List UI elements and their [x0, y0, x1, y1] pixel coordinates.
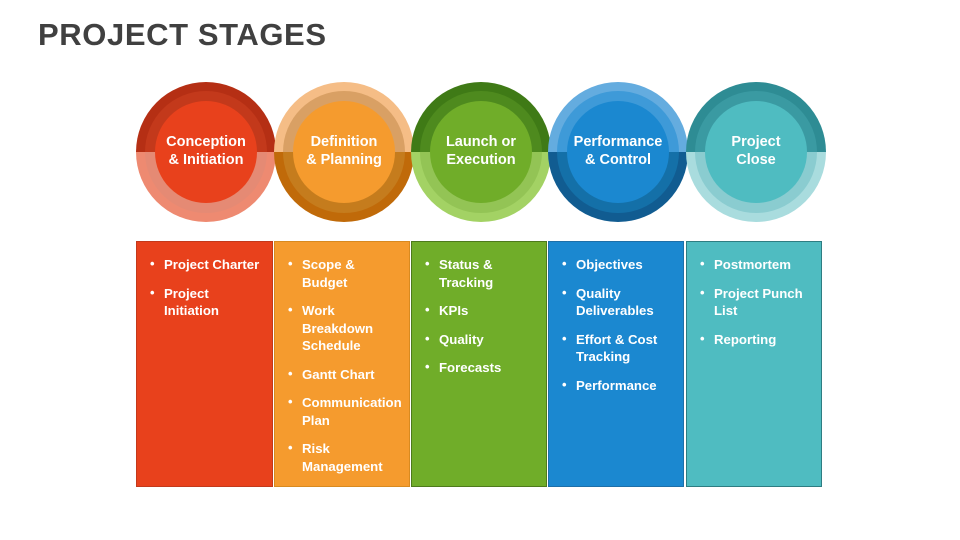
- list-item: Performance: [559, 376, 675, 395]
- list-item: Project Punch List: [697, 284, 813, 320]
- stage-label-line2: Close: [736, 152, 776, 168]
- stage-circle-conception-initiation[interactable]: Conception& Initiation: [136, 82, 276, 222]
- list-item: KPIs: [422, 301, 538, 320]
- stage-label-line1: Definition: [310, 134, 378, 151]
- stage-core-disc[interactable]: Definition& Planning: [293, 101, 395, 203]
- list-item: Forecasts: [422, 358, 538, 377]
- list-item: Quality: [422, 330, 538, 349]
- stage-circle-performance-control[interactable]: Performance& Control: [548, 82, 688, 222]
- stage-box-performance-control[interactable]: ObjectivesQuality DeliverablesEffort & C…: [548, 241, 684, 487]
- list-item: Reporting: [697, 330, 813, 349]
- stage-label-line2: Execution: [446, 152, 516, 168]
- stage-box-project-close[interactable]: PostmortemProject Punch ListReporting: [686, 241, 822, 487]
- list-item: Risk Management: [285, 439, 401, 475]
- list-item: Status & Tracking: [422, 255, 538, 291]
- stage-bullet-list: PostmortemProject Punch ListReporting: [697, 255, 813, 349]
- list-item: Project Charter: [147, 255, 264, 274]
- stage-bullet-list: Status & TrackingKPIsQualityForecasts: [422, 255, 538, 377]
- stage-label-line2: & Control: [584, 152, 652, 168]
- stage-circle-label: Performance& Control: [570, 134, 667, 169]
- list-item: Quality Deliverables: [559, 284, 675, 320]
- stage-bullet-list: Project CharterProject Initiation: [147, 255, 264, 320]
- list-item: Effort & Cost Tracking: [559, 330, 675, 366]
- list-item: Work Breakdown Schedule: [285, 301, 401, 355]
- stage-label-line2: & Initiation: [168, 152, 244, 168]
- page-title: PROJECT STAGES: [38, 17, 327, 52]
- stage-circles-row: Conception& Initiation Definition& Planni…: [0, 82, 960, 222]
- stage-label-line1: Project: [731, 134, 781, 151]
- stage-label-line1: Launch or: [445, 134, 517, 151]
- stage-core-disc[interactable]: Conception& Initiation: [155, 101, 257, 203]
- stage-label-line1: Performance: [573, 134, 663, 151]
- stage-boxes-row: Project CharterProject Initiation Scope &…: [0, 241, 960, 487]
- stage-box-conception-initiation[interactable]: Project CharterProject Initiation: [136, 241, 273, 487]
- list-item: Objectives: [559, 255, 675, 274]
- list-item: Project Initiation: [147, 284, 264, 320]
- stage-label-line1: Conception: [166, 134, 246, 151]
- list-item: Gantt Chart: [285, 365, 401, 384]
- list-item: Postmortem: [697, 255, 813, 274]
- stage-circle-label: Definition& Planning: [302, 134, 386, 169]
- stage-bullet-list: Scope & BudgetWork Breakdown ScheduleGan…: [285, 255, 402, 475]
- stage-box-launch-execution[interactable]: Status & TrackingKPIsQualityForecasts: [411, 241, 547, 487]
- list-item: Scope & Budget: [285, 255, 401, 291]
- stage-bullet-list: ObjectivesQuality DeliverablesEffort & C…: [559, 255, 675, 395]
- stage-box-definition-planning[interactable]: Scope & BudgetWork Breakdown ScheduleGan…: [274, 241, 410, 487]
- stage-circle-definition-planning[interactable]: Definition& Planning: [274, 82, 414, 222]
- stage-label-line2: & Planning: [306, 152, 382, 168]
- stage-circle-label: Conception& Initiation: [162, 134, 250, 169]
- stage-core-disc[interactable]: Performance& Control: [567, 101, 669, 203]
- list-item: Communication Plan: [285, 393, 402, 429]
